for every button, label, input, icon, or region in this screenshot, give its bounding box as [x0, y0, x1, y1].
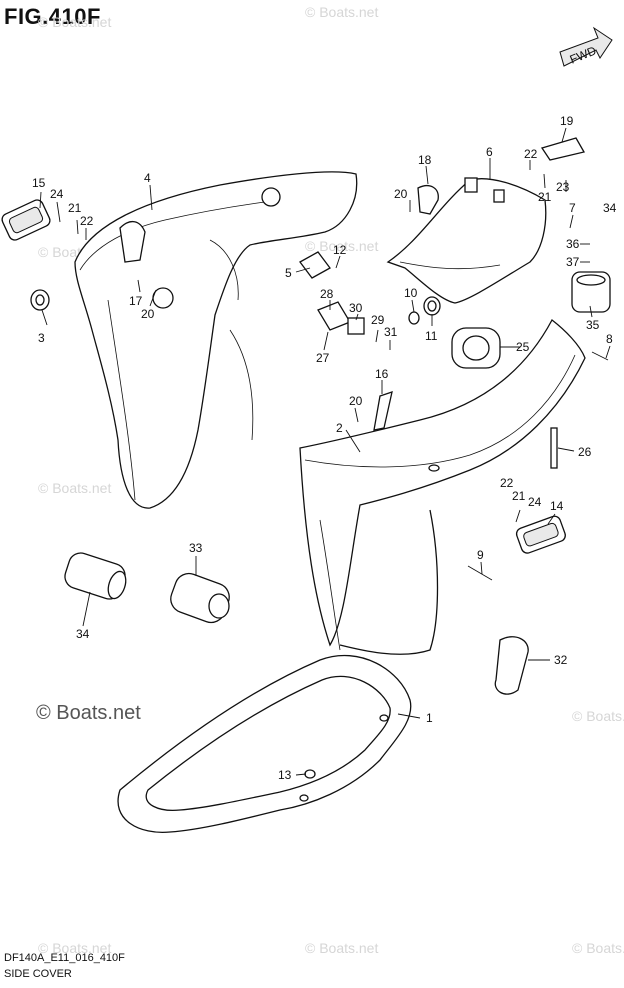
watermark: © Boats.net — [572, 940, 624, 956]
seal-ring-part — [117, 655, 412, 834]
switch-part-28 — [317, 301, 351, 331]
callout-15: 15 — [32, 176, 46, 190]
callout-34: 34 — [603, 201, 617, 215]
callout-20: 20 — [349, 394, 363, 408]
callout-4: 4 — [144, 171, 151, 185]
callout-20: 20 — [141, 307, 155, 321]
bolt-part-9 — [467, 565, 493, 581]
fastener-part-13 — [304, 769, 316, 779]
figure-subtitle: SIDE COVER — [4, 968, 72, 980]
callout-5: 5 — [285, 266, 292, 280]
callout-7: 7 — [569, 201, 576, 215]
callout-21: 21 — [538, 190, 552, 204]
callout-33: 33 — [189, 541, 203, 555]
callout-20: 20 — [394, 187, 408, 201]
figure-title: FIG.410F — [4, 4, 101, 29]
callout-26: 26 — [578, 445, 592, 459]
callout-27: 27 — [316, 351, 330, 365]
callout-1: 1 — [426, 711, 433, 725]
callout-14: 14 — [550, 499, 564, 513]
fwd-label: FWD — [568, 43, 599, 66]
boot-part-33 — [170, 572, 230, 624]
callout-16: 16 — [375, 367, 389, 381]
plug-part-30 — [347, 317, 365, 335]
cover-grip-part — [1, 199, 51, 241]
callout-23: 23 — [556, 180, 570, 194]
cover-bracket-part — [386, 177, 547, 304]
bracket-part-19 — [540, 137, 585, 161]
callout-13: 13 — [278, 768, 292, 782]
clip-part-32 — [494, 636, 529, 695]
bracket-part-16 — [373, 391, 393, 431]
callout-9: 9 — [477, 548, 484, 562]
collar-part-11 — [423, 296, 441, 316]
grommet-part-25 — [451, 327, 501, 369]
callout-28: 28 — [320, 287, 334, 301]
bolt-part-8 — [591, 351, 609, 361]
watermark: © Boats.net — [305, 940, 379, 956]
callout-21: 21 — [512, 489, 526, 503]
callout-19: 19 — [560, 114, 574, 128]
sleeve-part-34 — [64, 552, 127, 600]
callout-29: 29 — [371, 313, 385, 327]
watermark-large: © Boats.net — [36, 702, 141, 724]
bracket-part-5 — [299, 251, 331, 279]
figure-code: DF140A_E11_016_410F — [4, 952, 125, 964]
cover-grip-part-right — [515, 515, 566, 554]
fwd-arrow-icon: FWD — [559, 26, 613, 67]
callout-3: 3 — [38, 331, 45, 345]
callout-10: 10 — [404, 286, 418, 300]
callout-18: 18 — [418, 153, 432, 167]
callout-22: 22 — [500, 476, 514, 490]
watermark: © Boats.net — [38, 940, 112, 956]
watermark: © Boats.net — [38, 14, 112, 30]
callout-labels: 1 2 3 4 5 6 7 8 9 10 11 12 13 14 15 16 1… — [32, 114, 617, 782]
callout-34: 34 — [76, 627, 90, 641]
callout-35: 35 — [586, 318, 600, 332]
callout-6: 6 — [486, 145, 493, 159]
callout-30: 30 — [349, 301, 363, 315]
callout-32: 32 — [554, 653, 568, 667]
watermark: © Boats.net — [572, 708, 624, 724]
grommet-part-10 — [408, 311, 420, 325]
leader-lines — [39, 127, 611, 776]
watermark: © Boats.net — [305, 238, 379, 254]
callout-22: 22 — [524, 147, 538, 161]
band-part-26 — [550, 427, 558, 469]
watermark: © Boats.net — [305, 4, 379, 20]
callout-8: 8 — [606, 332, 613, 346]
callout-11: 11 — [425, 329, 438, 343]
callout-31: 31 — [384, 325, 398, 339]
bracket-part-18 — [417, 185, 439, 215]
callout-25: 25 — [516, 340, 530, 354]
callout-21: 21 — [68, 201, 82, 215]
callout-17: 17 — [129, 294, 143, 308]
callout-24: 24 — [50, 187, 64, 201]
callout-24: 24 — [528, 495, 542, 509]
callout-2: 2 — [336, 421, 343, 435]
upper-side-cover-part — [74, 171, 358, 509]
clamp-part-35 — [571, 271, 611, 313]
callout-37: 37 — [566, 255, 580, 269]
callout-36: 36 — [566, 237, 580, 251]
lower-side-cover-part — [299, 319, 586, 655]
watermark: © Boats.net — [38, 480, 112, 496]
grommet-part — [30, 289, 50, 311]
callout-12: 12 — [333, 243, 347, 257]
callout-22: 22 — [80, 214, 94, 228]
